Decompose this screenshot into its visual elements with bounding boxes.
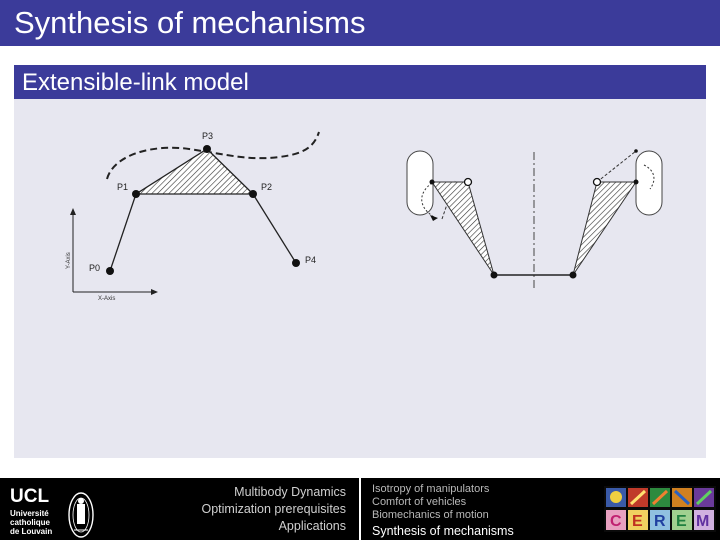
label-p4: P4 — [305, 255, 316, 265]
joint-p3 — [203, 145, 211, 153]
joint-left-open — [463, 177, 473, 187]
title-bar: Synthesis of mechanisms — [0, 0, 720, 48]
mechanism-figure: Y-Axis X-Axis P3 P1 P2 P4 P0 — [66, 131, 663, 302]
x-axis-label: X-Axis — [98, 296, 115, 302]
cerem-letter-c: C — [610, 513, 622, 530]
nav-comfort-of-vehicles[interactable]: Comfort of vehicles — [372, 496, 467, 508]
x-axis-arrow — [151, 289, 158, 295]
right-slot — [635, 150, 663, 216]
slide-subtitle: Extensible-link model — [22, 69, 249, 96]
nav-synthesis-of-mechanisms[interactable]: Synthesis of mechanisms — [372, 524, 514, 538]
left-arc-arrow — [430, 215, 438, 221]
joint-ground-left — [490, 271, 498, 279]
right-diagram — [406, 149, 663, 291]
nav-isotropy-of-manipulators[interactable]: Isotropy of manipulators — [372, 483, 490, 495]
figure-panel: Y-Axis X-Axis P3 P1 P2 P4 P0 — [14, 99, 706, 458]
joint-left-slider — [429, 179, 435, 185]
ucl-line-2: catholique — [10, 518, 51, 527]
footer-divider — [359, 478, 361, 540]
cerem-logo-icon: C E R E M — [604, 486, 716, 532]
joint-right-slider — [633, 179, 639, 185]
label-p0: P0 — [89, 263, 100, 273]
joint-p4 — [292, 259, 300, 267]
nav-optimization-prerequisites[interactable]: Optimization prerequisites — [201, 502, 346, 516]
right-triangle — [572, 181, 637, 276]
y-axis-label: Y-Axis — [66, 252, 72, 269]
ucl-acronym: UCL — [10, 486, 50, 507]
cerem-letters: C E R E M — [606, 510, 714, 530]
right-dashed-link — [596, 150, 637, 183]
ucl-logo: UCL Université catholique de Louvain — [8, 486, 94, 538]
joint-right-top — [634, 149, 638, 153]
link-p0-p1 — [109, 193, 137, 272]
left-diagram: Y-Axis X-Axis P3 P1 P2 P4 P0 — [66, 131, 320, 302]
subtitle-bar: Extensible-link model — [14, 65, 706, 99]
nav-multibody-dynamics[interactable]: Multibody Dynamics — [234, 485, 346, 499]
left-slot — [406, 150, 434, 216]
cerem-top-icons — [606, 488, 714, 507]
ucl-line-1: Université — [10, 509, 49, 518]
cerem-letter-e1: E — [632, 513, 643, 530]
coupler-triangle — [133, 148, 255, 195]
nav-biomechanics-of-motion[interactable]: Biomechanics of motion — [372, 509, 489, 521]
left-motion-arc — [421, 182, 435, 218]
label-p3: P3 — [202, 131, 213, 141]
nav-applications[interactable]: Applications — [278, 519, 346, 533]
ucl-seal-icon — [68, 492, 94, 538]
ucl-line-3: de Louvain — [10, 527, 53, 536]
label-p2: P2 — [261, 182, 272, 192]
joint-p1 — [132, 190, 140, 198]
footer: UCL Université catholique de Louvain Mul… — [0, 478, 720, 540]
joint-ground-right — [569, 271, 577, 279]
cerem-letter-m: M — [696, 513, 709, 530]
cerem-letter-e2: E — [676, 513, 687, 530]
joint-p2 — [249, 190, 257, 198]
joint-right-open — [592, 177, 602, 187]
coupler-curve — [106, 131, 320, 180]
slide-title: Synthesis of mechanisms — [14, 5, 366, 40]
cerem-letter-r: R — [654, 513, 666, 530]
label-p1: P1 — [117, 182, 128, 192]
footer-nav-right: Isotropy of manipulators Comfort of vehi… — [372, 483, 514, 540]
left-triangle — [431, 181, 495, 276]
link-p2-p4 — [252, 193, 297, 264]
y-axis-arrow — [70, 208, 76, 215]
joint-p0 — [106, 267, 114, 275]
footer-nav-left: Multibody Dynamics Optimization prerequi… — [201, 484, 346, 535]
